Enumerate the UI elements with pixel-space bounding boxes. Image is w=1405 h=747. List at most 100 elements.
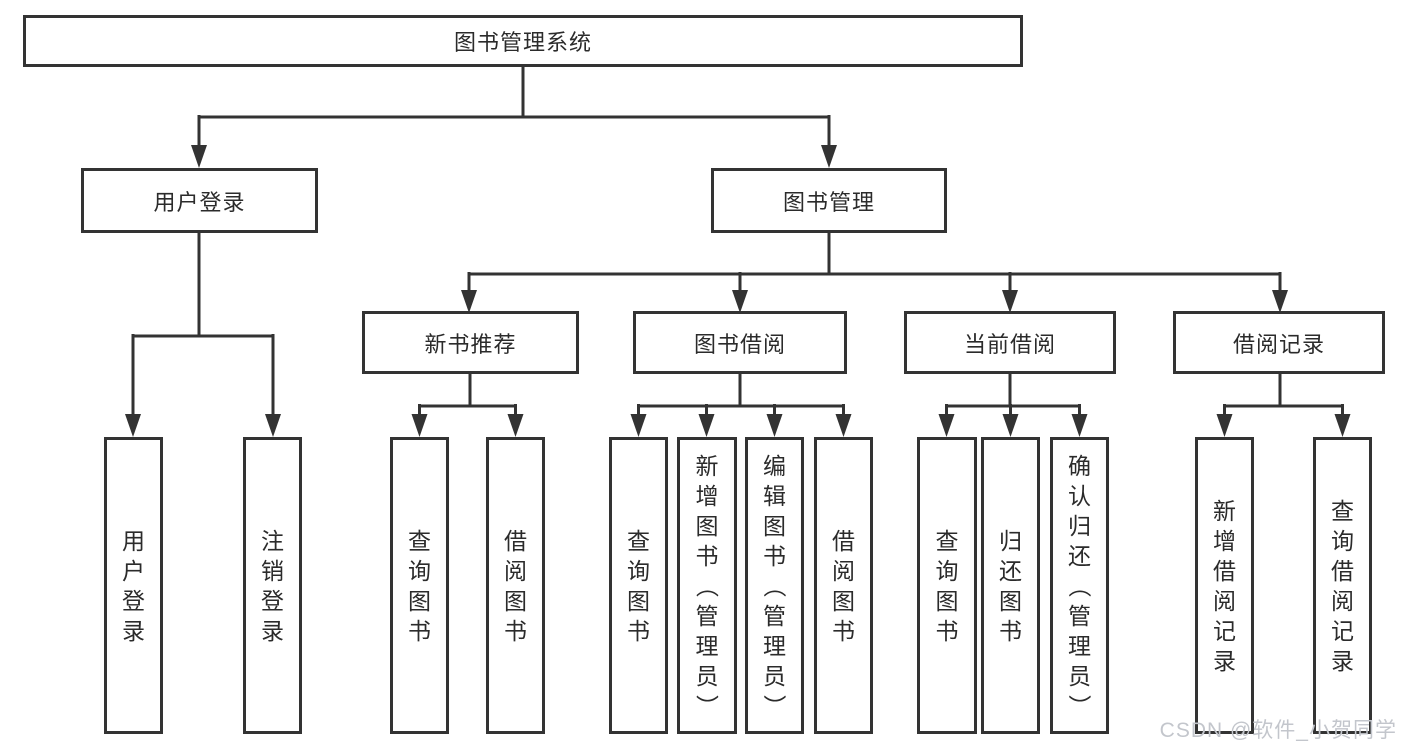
- vertical-glyph: 阅: [504, 557, 527, 584]
- vertical-glyph: 归: [999, 527, 1022, 554]
- vertical-glyph: 书: [832, 617, 855, 644]
- vertical-glyph: 录: [1213, 647, 1236, 674]
- vertical-glyph: 书: [935, 617, 959, 644]
- vertical-glyph: 管: [763, 602, 786, 629]
- node-book-management: 图书管理: [711, 168, 947, 233]
- vertical-glyph: 认: [1068, 482, 1091, 509]
- vertical-glyph: 查: [408, 527, 431, 554]
- vertical-glyph: 记: [1331, 617, 1354, 644]
- vertical-glyph: 员: [1068, 662, 1091, 689]
- vertical-glyph: 图: [504, 587, 527, 614]
- vertical-glyph: 记: [1213, 617, 1236, 644]
- vertical-glyph: 书: [763, 542, 786, 569]
- node-book-borrow: 图书借阅: [633, 311, 847, 374]
- vertical-glyph: ）: [694, 694, 720, 717]
- vertical-glyph: 查: [935, 527, 959, 554]
- vertical-glyph: 登: [122, 587, 145, 614]
- leaf-confirm-return-admin: 确认归还 （ 管理员 ）: [1050, 437, 1109, 734]
- vertical-glyph: 查: [627, 527, 650, 554]
- vertical-glyph: 借: [504, 527, 527, 554]
- vertical-glyph: 确: [1068, 452, 1091, 479]
- vertical-glyph: 借: [1213, 557, 1236, 584]
- node-book-borrow-label: 图书借阅: [693, 331, 786, 357]
- vertical-glyph: 借: [832, 527, 855, 554]
- vertical-glyph: 书: [695, 542, 719, 569]
- node-root-label: 图书管理系统: [453, 30, 592, 55]
- vertical-glyph: 销: [261, 557, 284, 584]
- leaf-borrow-books-recommend: 借阅图书: [486, 437, 545, 734]
- leaf-query-books-borrow: 查询图书: [609, 437, 668, 734]
- node-new-book-recommend: 新书推荐: [362, 311, 579, 374]
- vertical-glyph: 查: [1331, 497, 1354, 524]
- vertical-glyph: 询: [408, 557, 431, 584]
- vertical-glyph: 录: [1331, 647, 1354, 674]
- arrowheads: [125, 145, 1351, 437]
- vertical-glyph: 新: [695, 452, 719, 479]
- leaf-user-login: 用户登录: [104, 437, 163, 734]
- vertical-glyph: ）: [761, 694, 788, 717]
- vertical-glyph: （: [694, 574, 720, 597]
- vertical-glyph: 阅: [1213, 587, 1236, 614]
- leaf-query-borrow-record: 查询借阅记录: [1313, 437, 1372, 734]
- vertical-glyph: 书: [627, 617, 650, 644]
- node-user-login-label: 用户登录: [153, 189, 246, 215]
- node-book-management-label: 图书管理: [782, 189, 875, 215]
- vertical-glyph: 书: [504, 617, 527, 644]
- vertical-glyph: 录: [122, 617, 145, 644]
- leaf-return-books: 归还图书: [981, 437, 1040, 734]
- vertical-glyph: 用: [122, 527, 145, 554]
- vertical-glyph: （: [1066, 574, 1093, 597]
- node-user-login: 用户登录: [81, 168, 318, 233]
- leaf-logout: 注销登录: [243, 437, 302, 734]
- leaf-query-books-recommend: 查询图书: [390, 437, 449, 734]
- vertical-glyph: 阅: [832, 557, 855, 584]
- vertical-glyph: 询: [627, 557, 650, 584]
- node-borrow-record: 借阅记录: [1173, 311, 1385, 374]
- vertical-glyph: 图: [408, 587, 431, 614]
- leaf-query-books-current: 查询图书: [917, 437, 977, 734]
- leaf-add-borrow-record: 新增借阅记录: [1195, 437, 1254, 734]
- vertical-glyph: 询: [935, 557, 959, 584]
- vertical-glyph: 理: [1068, 632, 1091, 659]
- vertical-glyph: 员: [695, 662, 719, 689]
- vertical-glyph: 理: [763, 632, 786, 659]
- node-new-book-recommend-label: 新书推荐: [424, 331, 517, 357]
- vertical-glyph: 书: [999, 617, 1022, 644]
- vertical-glyph: 注: [261, 527, 284, 554]
- vertical-glyph: 图: [935, 587, 959, 614]
- vertical-glyph: 理: [695, 632, 719, 659]
- vertical-glyph: 管: [1068, 602, 1091, 629]
- vertical-glyph: 图: [763, 512, 786, 539]
- node-root-library-system: 图书管理系统: [23, 15, 1023, 67]
- vertical-glyph: 询: [1331, 527, 1354, 554]
- vertical-glyph: 编: [763, 452, 786, 479]
- leaf-edit-books-admin: 编辑图书 （ 管理员 ）: [745, 437, 804, 734]
- node-current-borrow: 当前借阅: [904, 311, 1116, 374]
- vertical-glyph: 录: [261, 617, 284, 644]
- vertical-glyph: 还: [999, 557, 1022, 584]
- leaf-add-books-admin: 新增图书（管理员）: [677, 437, 737, 734]
- vertical-glyph: 管: [695, 602, 719, 629]
- csdn-watermark: CSDN @软件_小贺同学: [1159, 719, 1397, 742]
- vertical-glyph: 新: [1213, 497, 1236, 524]
- vertical-glyph: （: [761, 574, 788, 597]
- vertical-glyph: 辑: [763, 482, 786, 509]
- node-current-borrow-label: 当前借阅: [963, 331, 1056, 357]
- vertical-glyph: 图: [627, 587, 650, 614]
- vertical-glyph: ）: [1066, 694, 1093, 717]
- vertical-glyph: 图: [999, 587, 1022, 614]
- vertical-glyph: 书: [408, 617, 431, 644]
- vertical-glyph: 借: [1331, 557, 1354, 584]
- vertical-glyph: 图: [695, 512, 719, 539]
- vertical-glyph: 登: [261, 587, 284, 614]
- vertical-glyph: 图: [832, 587, 855, 614]
- vertical-glyph: 员: [763, 662, 786, 689]
- node-borrow-record-label: 借阅记录: [1232, 331, 1325, 357]
- vertical-glyph: 户: [122, 557, 145, 584]
- leaf-borrow-books-borrow: 借阅图书: [814, 437, 873, 734]
- vertical-glyph: 归: [1068, 512, 1091, 539]
- vertical-glyph: 还: [1068, 542, 1091, 569]
- vertical-glyph: 增: [1213, 527, 1236, 554]
